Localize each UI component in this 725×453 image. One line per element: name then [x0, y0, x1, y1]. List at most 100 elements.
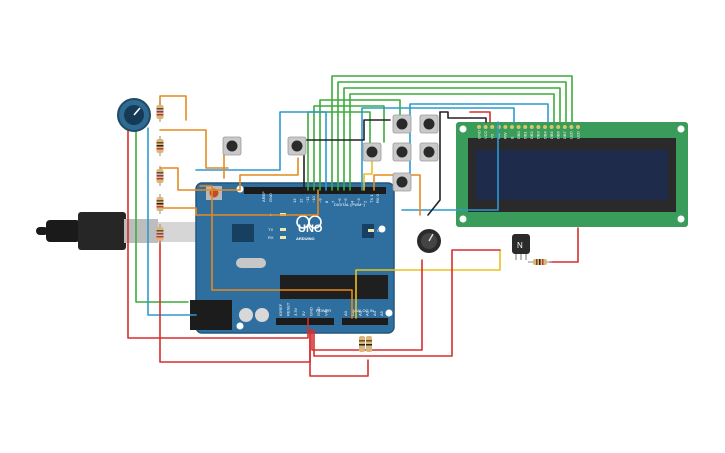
wire-black[interactable] — [439, 111, 487, 123]
pushbutton-group[interactable] — [222, 114, 439, 192]
arduino-uno-board[interactable]: UNO ARDUINO DIGITAL (PWM~) POWER ANALOG … — [190, 182, 395, 334]
digital-pin-label: 7 — [330, 200, 335, 203]
wire-orange[interactable] — [159, 157, 299, 191]
wire-green[interactable] — [337, 81, 567, 191]
wire-orange[interactable] — [159, 129, 229, 169]
analog-resistors[interactable] — [359, 336, 372, 352]
wire-red[interactable] — [309, 329, 369, 377]
digital-pin-label: ~6 — [337, 198, 342, 203]
digital-pin-label: 13 — [292, 198, 297, 203]
wire-yellow[interactable] — [363, 159, 373, 191]
pushbutton-cap[interactable] — [396, 176, 408, 188]
lcd-pin[interactable] — [562, 125, 567, 129]
lcd-pin[interactable] — [483, 125, 488, 129]
power-pin-label: VIN — [324, 309, 329, 316]
lcd-pin[interactable] — [556, 125, 561, 129]
wire-red[interactable] — [127, 127, 309, 339]
lcd-pin[interactable] — [477, 125, 481, 129]
lcd-pin-label: DB5 — [549, 130, 554, 139]
lcd-pin-label: LED — [569, 131, 574, 139]
wire-blue[interactable] — [361, 107, 515, 191]
pushbutton[interactable] — [222, 136, 242, 156]
wire-black[interactable] — [303, 119, 391, 191]
wire-orange[interactable] — [159, 189, 319, 216]
wire-black[interactable] — [427, 111, 441, 216]
mount-hole — [236, 322, 244, 330]
pushbutton-cap[interactable] — [366, 146, 378, 158]
pushbutton-cap[interactable] — [226, 140, 238, 152]
lcd-pin[interactable] — [503, 125, 508, 129]
resistor-ladder[interactable] — [156, 102, 164, 244]
lcd-pin[interactable] — [516, 125, 521, 129]
resistor-band — [156, 206, 164, 208]
usb-cable-tail — [36, 227, 48, 235]
lcd-pin-label: VCC — [483, 130, 488, 139]
wire-blue[interactable] — [195, 111, 327, 191]
lcd-pin[interactable] — [569, 125, 574, 129]
digital-header — [244, 187, 386, 194]
usb-plug-body — [78, 212, 126, 250]
lcd-screen — [476, 150, 668, 200]
wire-green[interactable] — [307, 111, 371, 191]
board-brand-label: ARDUINO — [296, 236, 315, 241]
lcd-pin[interactable] — [523, 125, 528, 129]
wire-red[interactable] — [469, 111, 491, 123]
pushbutton-cap[interactable] — [423, 146, 435, 158]
wire-orange[interactable] — [159, 95, 187, 121]
resistor-band — [156, 145, 164, 147]
wire-green[interactable] — [135, 122, 189, 303]
wire-green[interactable] — [331, 75, 573, 191]
lcd-pin-label: DB1 — [523, 130, 528, 139]
analog-pin-label: A4 — [372, 310, 377, 316]
lcd-pin[interactable] — [543, 125, 547, 129]
pushbutton[interactable] — [419, 114, 439, 134]
wire-red[interactable] — [549, 227, 579, 263]
usb-cable[interactable] — [36, 212, 204, 250]
wire-orange[interactable] — [199, 185, 353, 319]
wire-yellow[interactable] — [355, 249, 501, 319]
analog-pin-label: A5 — [379, 310, 384, 316]
npn-transistor[interactable]: N — [512, 234, 530, 260]
potentiometer-knob[interactable] — [117, 98, 151, 132]
aref-pin-label: AREF — [261, 191, 266, 202]
lcd-pin-label: RW — [503, 132, 508, 139]
base-resistor[interactable] — [528, 259, 552, 265]
pushbutton[interactable] — [392, 142, 412, 162]
wire-blue[interactable] — [147, 127, 197, 316]
pushbutton-cap[interactable] — [396, 146, 408, 158]
analog-pin-label: A0 — [343, 310, 348, 316]
pushbutton[interactable] — [392, 114, 412, 134]
pushbutton[interactable] — [392, 172, 412, 192]
pushbutton[interactable] — [362, 142, 382, 162]
atmega-chip — [280, 275, 388, 299]
wire-green[interactable] — [343, 87, 561, 191]
wire-green[interactable] — [349, 93, 555, 191]
power-pin-label: 3.3V — [293, 307, 298, 316]
wire-red[interactable] — [313, 249, 501, 357]
resistor-band — [156, 236, 164, 238]
resistor-band — [156, 114, 164, 116]
pushbutton[interactable] — [287, 136, 307, 156]
lcd-mount-hole — [677, 215, 685, 223]
contrast-potentiometer[interactable] — [417, 229, 441, 253]
wiring[interactable] — [127, 75, 579, 377]
pushbutton[interactable] — [419, 142, 439, 162]
lcd-pin[interactable] — [529, 125, 534, 129]
pushbutton-cap[interactable] — [423, 118, 435, 130]
lcd-pin[interactable] — [510, 125, 514, 129]
lcd-pin[interactable] — [549, 125, 554, 129]
lcd-pin[interactable] — [490, 125, 495, 129]
digital-pins-label: DIGITAL (PWM~) — [334, 202, 366, 207]
contrast-pot-indicator-icon — [428, 233, 434, 242]
pushbutton-cap[interactable] — [396, 118, 408, 130]
pushbutton-cap[interactable] — [291, 140, 303, 152]
wire-green[interactable] — [313, 105, 385, 191]
lcd-pin[interactable] — [576, 125, 580, 129]
resistor-band — [156, 172, 164, 174]
lcd-pin-label: DB6 — [556, 130, 561, 139]
wire-blue[interactable] — [401, 121, 499, 211]
lcd-pin[interactable] — [536, 125, 541, 129]
